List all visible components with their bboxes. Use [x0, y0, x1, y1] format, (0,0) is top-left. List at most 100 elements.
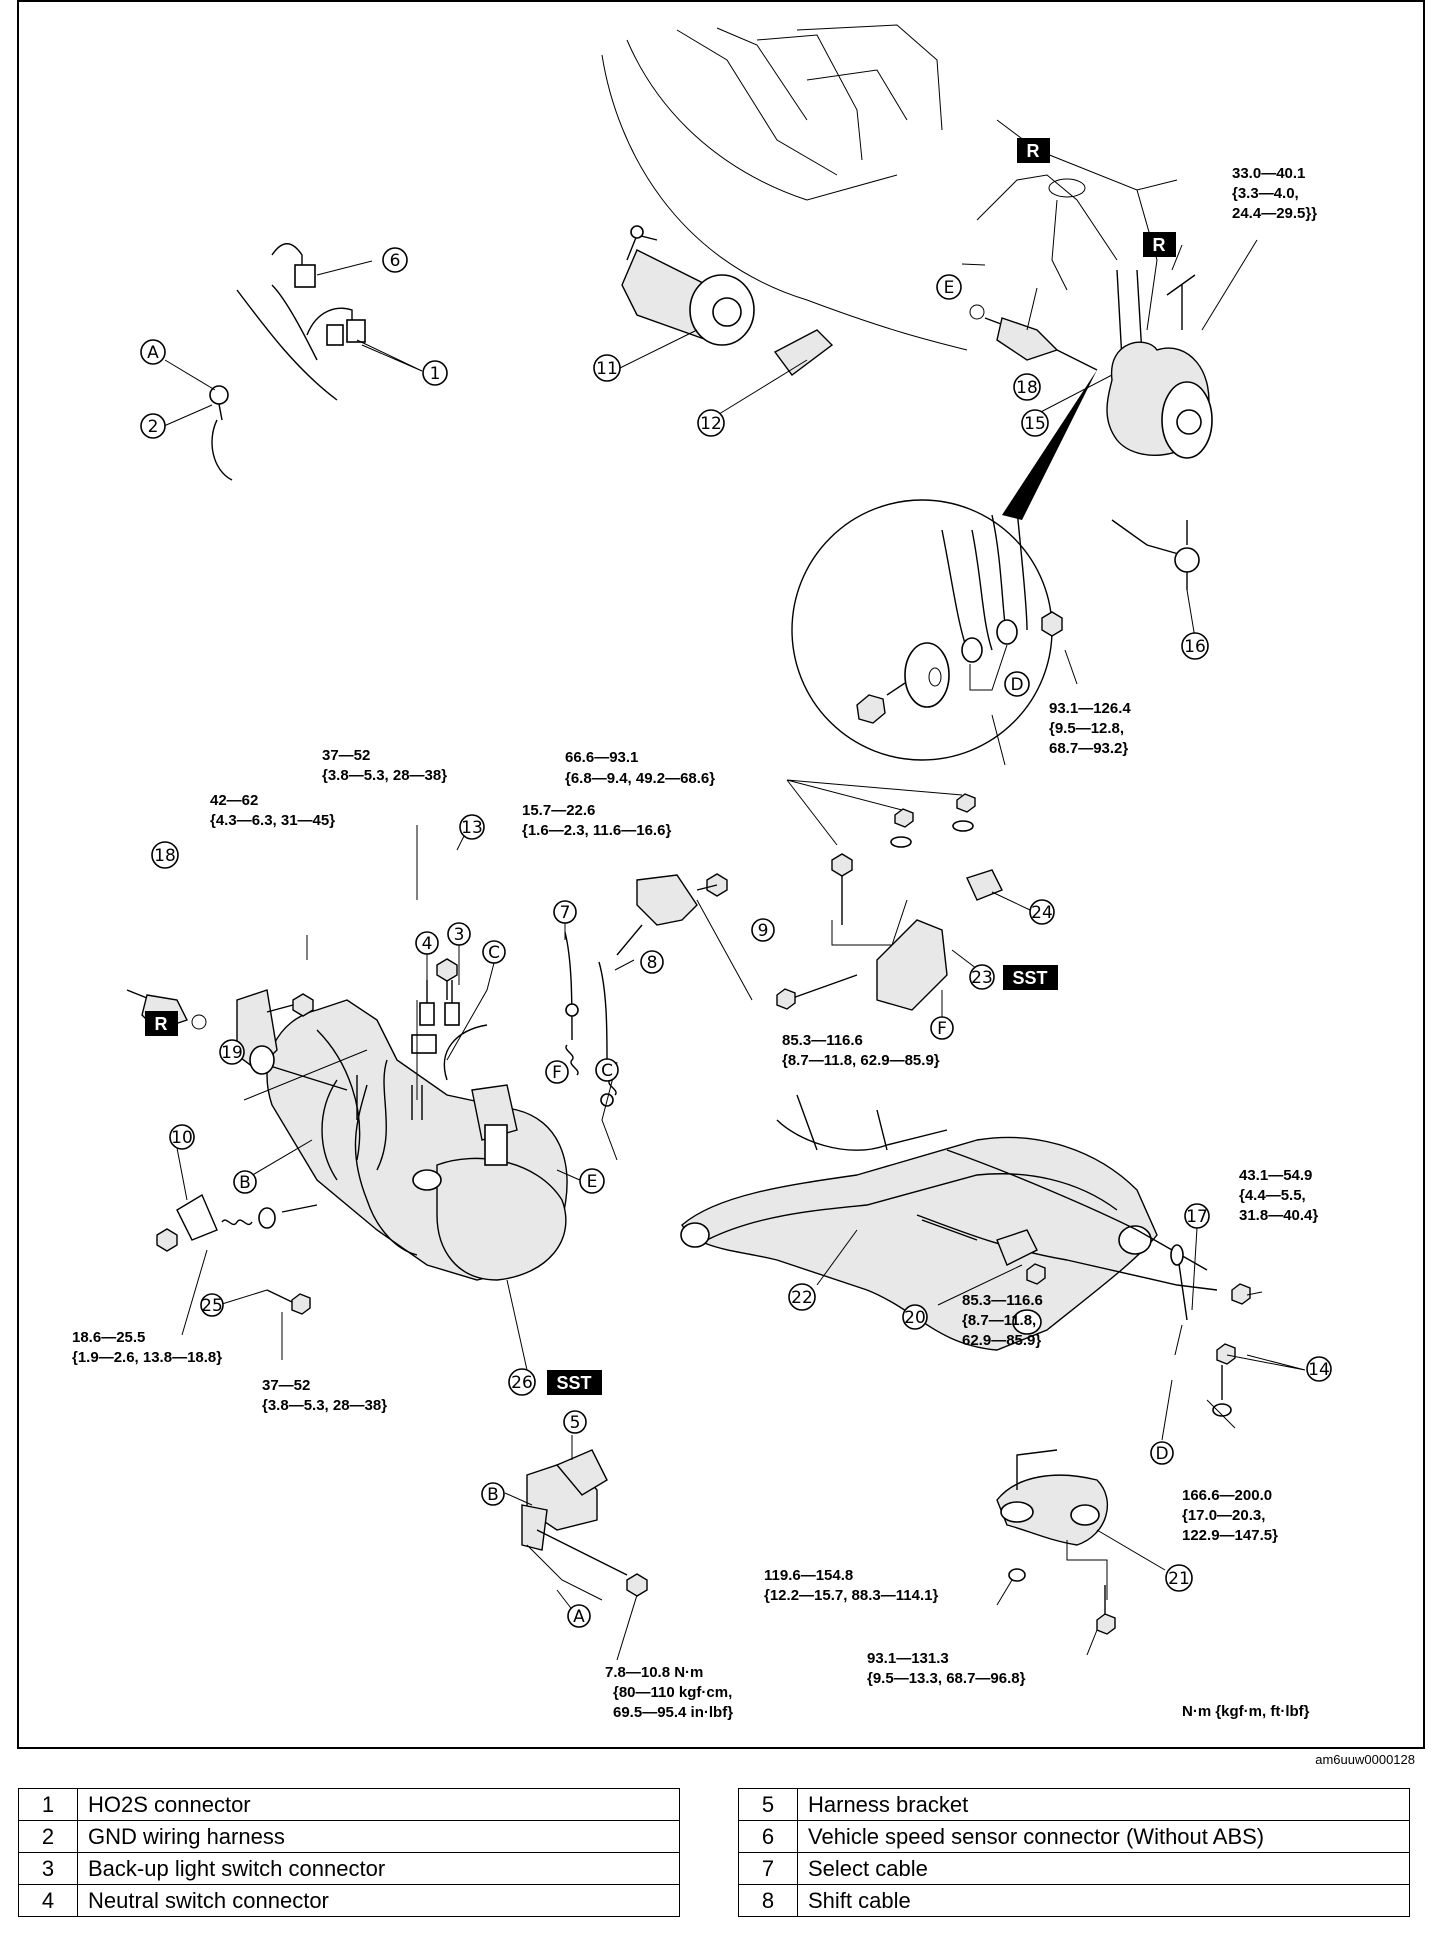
- badge-R-right-label: R: [1153, 235, 1166, 255]
- badge-SST-mount-label: SST: [1012, 968, 1047, 988]
- connector-group-upper-left: [209, 243, 366, 481]
- callout-A-top: A: [140, 339, 166, 365]
- torque-specs: 33.0—40.1{3.3—4.0,24.4—29.5}} 93.1—126.4…: [72, 165, 1318, 1721]
- callout-22-label: 22: [791, 1288, 813, 1308]
- engine-outline: [601, 24, 1178, 351]
- crossmember: [680, 1094, 1218, 1351]
- switch-assembly: [176, 1193, 318, 1241]
- callout-26: 26: [508, 1368, 536, 1396]
- callout-24-label: 24: [1031, 903, 1053, 923]
- callout-C-top: C: [482, 940, 506, 964]
- badges: R R R SST SST: [145, 138, 1176, 1395]
- knuckle-assembly: [1106, 269, 1213, 590]
- callout-D-bottom-label: D: [1155, 1444, 1168, 1464]
- callout-4: 4: [415, 931, 439, 955]
- callout-19: 19: [219, 1039, 245, 1065]
- callout-12-label: 12: [700, 414, 722, 434]
- callout-F-center: F: [545, 1060, 569, 1084]
- callout-24: 24: [1029, 899, 1055, 925]
- callout-22: 22: [788, 1283, 816, 1311]
- callout-11-label: 11: [596, 359, 618, 379]
- callout-6-label: 6: [390, 251, 401, 271]
- callout-18-bottom: 18: [151, 841, 179, 869]
- callout-16-label: 16: [1184, 637, 1206, 657]
- callout-8: 8: [640, 950, 664, 974]
- callouts: 6 1 A 2 11 12 E 18 15 16 D 13 18 4 3 C 7…: [140, 247, 1332, 1628]
- torque-33: 33.0—40.1{3.3—4.0,24.4—29.5}}: [1232, 165, 1317, 222]
- callout-21-label: 21: [1168, 1569, 1190, 1589]
- callout-18-top: 18: [1013, 373, 1041, 401]
- callout-9: 9: [751, 918, 775, 942]
- callout-26-label: 26: [511, 1373, 533, 1393]
- figure-code: am6uuw0000128: [1315, 1752, 1415, 1767]
- bolts: [156, 958, 458, 1315]
- callout-17: 17: [1184, 1203, 1210, 1229]
- callout-D-bottom: D: [1150, 1441, 1174, 1465]
- callout-1: 1: [422, 360, 448, 386]
- callout-7: 7: [553, 900, 577, 924]
- callout-18-top-label: 18: [1016, 378, 1038, 398]
- leader-lines: [163, 239, 1306, 1661]
- torque-18: 18.6—25.5{1.9—2.6, 13.8—18.8}: [72, 1329, 222, 1366]
- torque-37-top: 37—52{3.8—5.3, 28—38}: [322, 747, 447, 784]
- badge-R-left: R: [145, 1011, 178, 1036]
- callout-A-bottom: A: [567, 1604, 591, 1628]
- badge-SST-mount: SST: [1003, 965, 1058, 990]
- callout-E-top-label: E: [944, 278, 955, 298]
- callout-7-label: 7: [560, 903, 571, 923]
- torque-37-bottom: 37—52{3.8—5.3, 28—38}: [262, 1377, 387, 1414]
- callout-B-center: B: [233, 1170, 257, 1194]
- torque-93-126: 93.1—126.4{9.5—12.8,68.7—93.2}: [1049, 700, 1131, 757]
- callout-A-top-label: A: [147, 343, 159, 363]
- callout-25: 25: [200, 1293, 224, 1317]
- diagram-svg: 6 1 A 2 11 12 E 18 15 16 D 13 18 4 3 C 7…: [17, 0, 1425, 1749]
- callout-17-label: 17: [1186, 1207, 1208, 1227]
- torque-42: 42—62{4.3—6.3, 31—45}: [210, 792, 335, 829]
- torque-85-mount: 85.3—116.6{8.7—11.8, 62.9—85.9}: [782, 1032, 940, 1069]
- callout-14-label: 14: [1308, 1360, 1330, 1380]
- callout-12: 12: [697, 409, 725, 437]
- callout-D-top: D: [1004, 671, 1030, 697]
- badge-R-top-label: R: [1027, 141, 1040, 161]
- callout-B-bottom: B: [481, 1482, 505, 1506]
- callout-15: 15: [1021, 409, 1049, 437]
- callout-15-label: 15: [1024, 414, 1046, 434]
- callout-5-label: 5: [570, 1413, 581, 1433]
- callout-10: 10: [169, 1124, 195, 1150]
- callout-A-bottom-label: A: [573, 1607, 585, 1627]
- callout-25-label: 25: [201, 1296, 223, 1316]
- callout-F-center-label: F: [552, 1063, 562, 1083]
- badge-R-left-label: R: [155, 1014, 168, 1034]
- callout-F-top: F: [930, 1016, 954, 1040]
- badge-R-top: R: [1017, 138, 1050, 163]
- torque-166: 166.6—200.0{17.0—20.3,122.9—147.5}: [1182, 1487, 1278, 1544]
- transaxle: [266, 980, 568, 1281]
- callout-20: 20: [902, 1304, 928, 1330]
- callout-9-label: 9: [758, 921, 769, 941]
- badge-R-right: R: [1143, 232, 1176, 257]
- callout-F-top-label: F: [937, 1019, 947, 1039]
- torque-66: 66.6—93.1{6.8—9.4, 49.2—68.6}: [565, 749, 715, 787]
- callout-8-label: 8: [647, 953, 658, 973]
- detail-magnifier: [791, 370, 1097, 761]
- callout-18-bottom-label: 18: [154, 846, 176, 866]
- callout-B-center-label: B: [239, 1173, 251, 1193]
- callout-14: 14: [1306, 1356, 1332, 1382]
- callout-C-bottom: C: [595, 1058, 619, 1082]
- unit-note: N·m {kgf·m, ft·lbf}: [1182, 1703, 1310, 1720]
- mount-bracket: [996, 1449, 1116, 1635]
- callout-E-top: E: [936, 274, 962, 300]
- driveshaft-upper: [969, 304, 1098, 371]
- torque-43: 43.1—54.9{4.4—5.5,31.8—40.4}: [1239, 1167, 1318, 1224]
- callout-B-bottom-label: B: [487, 1485, 499, 1505]
- callout-3: 3: [447, 922, 471, 946]
- callout-1-label: 1: [430, 364, 441, 384]
- torque-15: 15.7—22.6{1.6—2.3, 11.6—16.6}: [522, 802, 671, 839]
